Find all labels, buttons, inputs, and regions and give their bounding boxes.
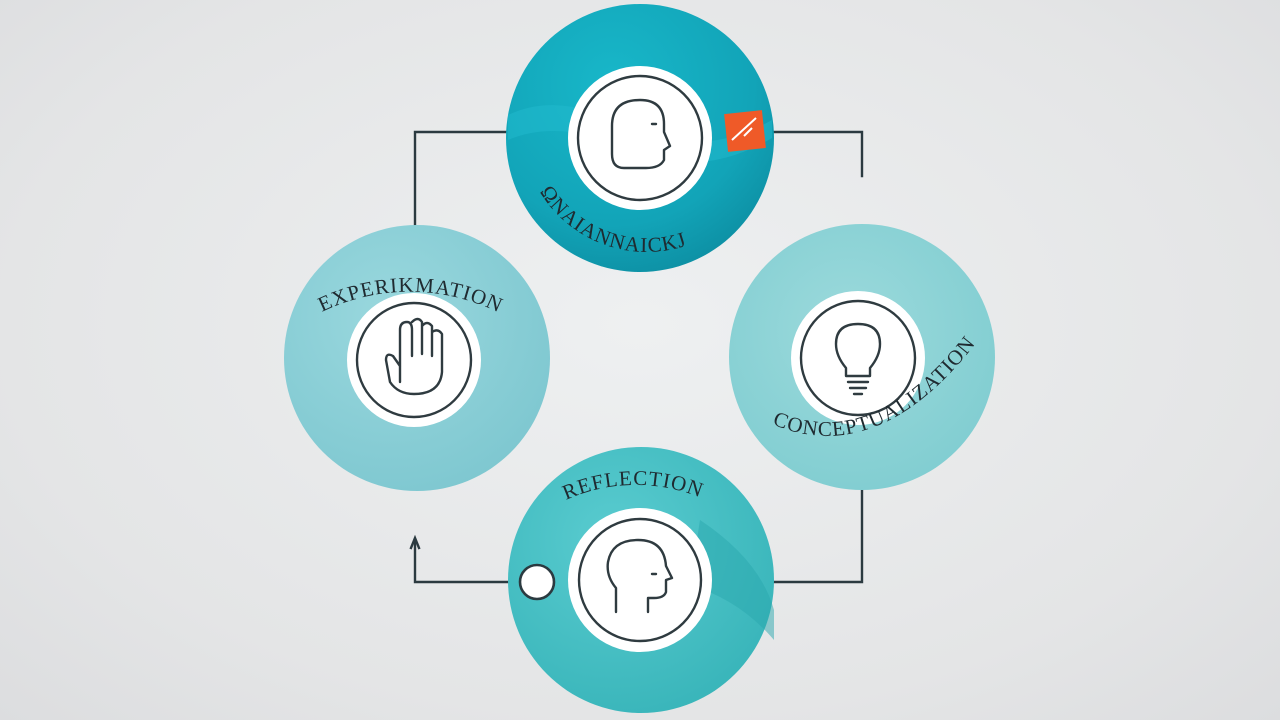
node-left-ring <box>347 293 481 427</box>
node-top-ring <box>568 66 712 210</box>
head-profile-icon <box>606 538 674 614</box>
cycle-start-marker <box>518 563 556 601</box>
lightbulb-icon <box>834 322 882 396</box>
node-bottom: REFLECTION <box>508 447 774 713</box>
node-right: CONCEPTUALIZATION <box>729 224 995 490</box>
connector-top-right <box>766 130 864 178</box>
arrow-tip-left <box>409 534 421 550</box>
head-icon <box>610 98 672 170</box>
connector-top-left <box>413 130 510 228</box>
node-top: ΩNAIANNAICKJ <box>506 4 774 272</box>
node-right-ring <box>791 291 925 425</box>
connector-bottom-left <box>413 540 520 584</box>
connector-right-bottom <box>770 486 864 584</box>
connector-lines <box>409 130 864 584</box>
node-left: EXPERIKMATION <box>284 225 550 491</box>
hand-icon <box>384 317 444 396</box>
node-bottom-ring <box>568 508 712 652</box>
node-bottom-wave <box>690 520 774 640</box>
accent-badge-icon <box>724 110 766 152</box>
